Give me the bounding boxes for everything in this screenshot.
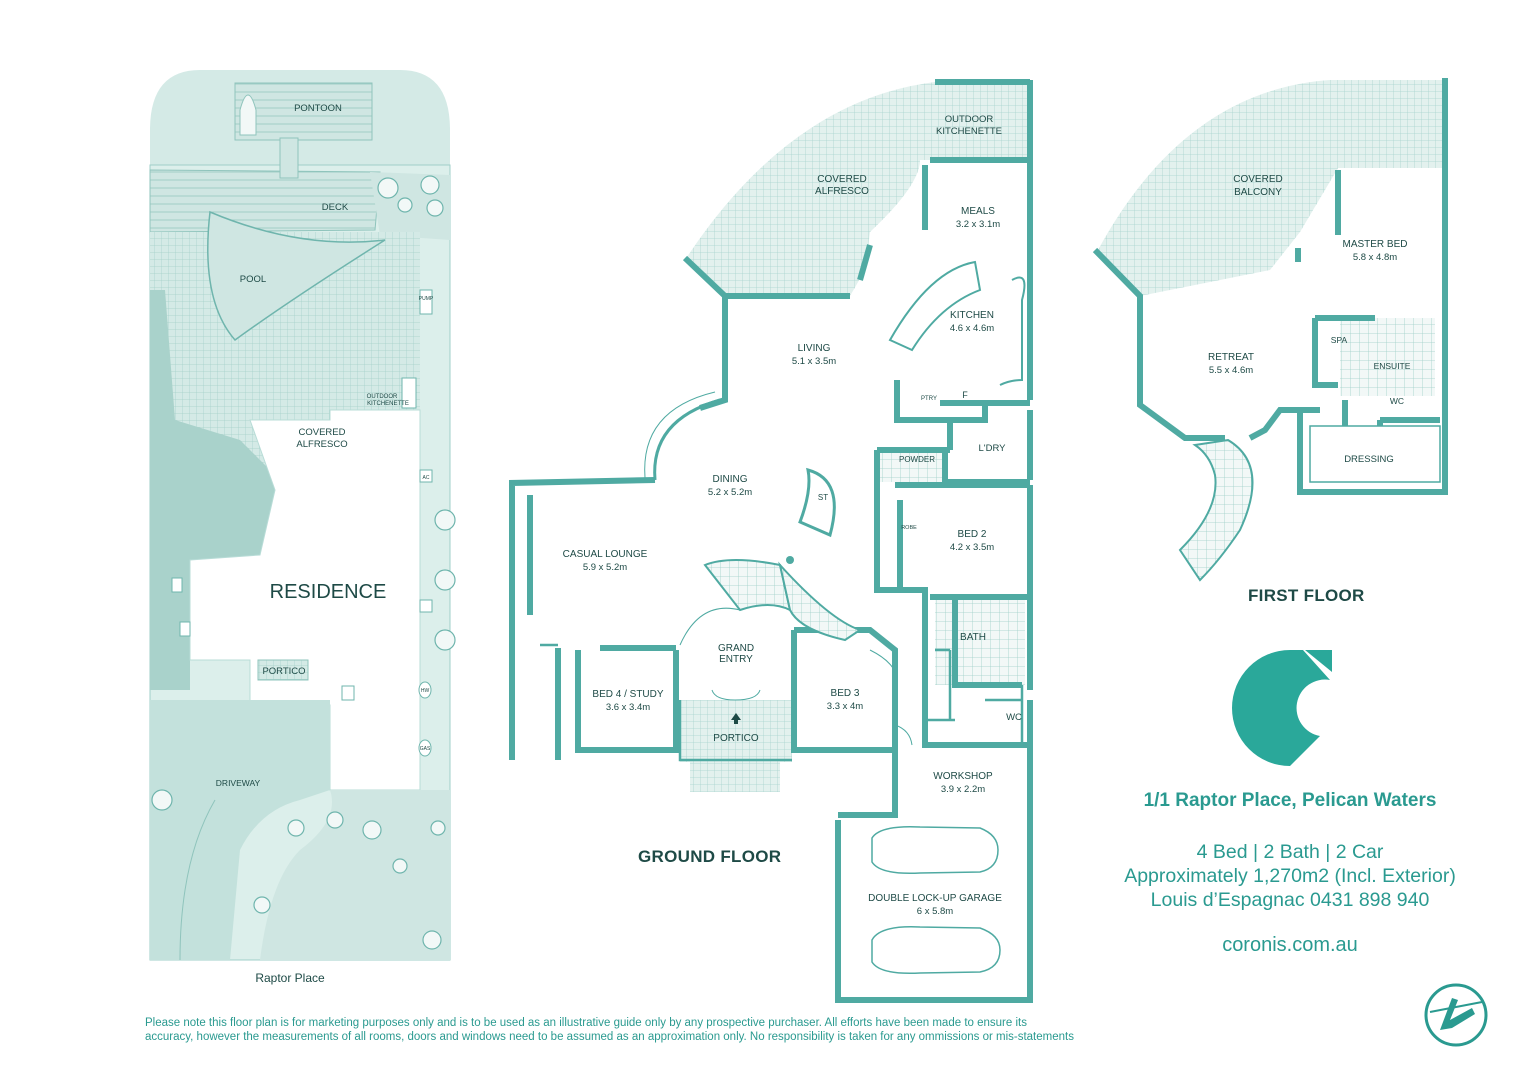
gf-meals-label: MEALS [961,206,995,217]
listing-agent: Louis d’Espagnac 0431 898 940 [1150,889,1430,911]
site-pool-label: POOL [240,274,266,285]
gf-covered-label: COVERED [817,174,866,185]
ff-master-bed-label: MASTER BED [1342,239,1407,250]
gf-bed2-size: 4.2 x 3.5m [950,542,994,553]
site-ac-label: AC [423,475,430,481]
listing-address: 1/1 Raptor Place, Pelican Waters [1143,790,1437,811]
site-alfresco-label: ALFRESCO [296,439,347,450]
gf-living-size: 5.1 x 3.5m [792,356,836,367]
ff-balcony-label: BALCONY [1234,187,1282,198]
gf-bath-label: BATH [960,632,986,643]
entry-arrow-icon [731,713,741,724]
gf-st-label: ST [818,493,828,502]
first-floor-title: FIRST FLOOR [1248,586,1365,605]
gf-bed3-size: 3.3 x 4m [827,701,864,712]
gf-entry-label: ENTRY [719,654,753,665]
ff-ensuite-label: ENSUITE [1374,361,1411,371]
ff-master-bed-size: 5.8 x 4.8m [1353,252,1397,263]
gf-kitchen-size: 4.6 x 4.6m [950,323,994,334]
gf-kitchen-label: KITCHEN [950,310,994,321]
ff-spa-label: SPA [1331,335,1348,345]
ff-covered-label: COVERED [1233,174,1282,185]
ff-dressing-label: DRESSING [1344,454,1394,465]
site-plan: PONTOON DECK POOL PUMP OUTDOOR KITCHENET… [149,70,456,985]
site-covered-label: COVERED [299,427,346,438]
site-hw-label: HW [421,688,430,694]
gf-bed4-size: 3.6 x 3.4m [606,702,650,713]
gf-kitchenette-label: KITCHENETTE [936,126,1002,137]
ground-floor-plan: OUTDOOR KITCHENETTE COVERED ALFRESCO MEA… [509,79,1435,1003]
first-floor-plan: COVERED BALCONY MASTER BED 5.8 x 4.8m RE… [1092,78,1448,582]
site-pump-label: PUMP [419,296,434,302]
site-kitchenette-label: KITCHENETTE [367,401,409,407]
gf-dining-size: 5.2 x 5.2m [708,487,752,498]
gf-grand-label: GRAND [718,643,754,654]
site-portico-label: PORTICO [262,666,305,677]
gf-bed3-label: BED 3 [831,688,860,699]
gf-garage-size: 6 x 5.8m [917,906,954,917]
gf-garage-label: DOUBLE LOCK-UP GARAGE [868,893,1002,904]
ground-floor-title: GROUND FLOOR [638,847,782,866]
site-pontoon-label: PONTOON [294,103,342,114]
listing-area: Approximately 1,270m2 (Incl. Exterior) [1124,865,1456,887]
website-link[interactable]: coronis.com.au [1222,934,1358,956]
listing-specs: 4 Bed | 2 Bath | 2 Car [1196,841,1384,863]
gf-meals-size: 3.2 x 3.1m [956,219,1000,230]
site-gas-label: GAS [420,746,431,752]
gf-dining-label: DINING [713,474,748,485]
gf-outdoor-label: OUTDOOR [945,114,994,125]
gf-bed2-label: BED 2 [958,529,987,540]
gf-powder-label: POWDER [899,455,935,464]
coronis-logo-icon [1232,650,1332,766]
gf-f-label: F [962,390,968,400]
site-deck-label: DECK [322,202,349,213]
ff-retreat-label: RETREAT [1208,352,1254,363]
site-outdoor-label: OUTDOOR [367,394,398,400]
gf-ptry-label: PTRY [921,396,937,402]
gf-robe-label: ROBE [901,525,917,531]
gf-casual-lounge-label: CASUAL LOUNGE [563,549,648,560]
site-driveway-label: DRIVEWAY [216,778,261,788]
gf-living-label: LIVING [798,343,831,354]
site-street-label: Raptor Place [255,971,325,985]
gf-alfresco-label: ALFRESCO [815,186,869,197]
gf-portico-label: PORTICO [713,733,759,744]
gf-workshop-label: WORKSHOP [933,771,993,782]
disclaimer-text: Please note this floor plan is for marke… [145,1017,1074,1043]
gf-ldry-label: L'DRY [979,443,1007,454]
gf-bed4-label: BED 4 / STUDY [592,689,663,700]
gf-wc-label: WC [1006,712,1022,723]
ff-retreat-size: 5.5 x 4.6m [1209,365,1253,376]
site-residence-label: RESIDENCE [270,581,387,603]
agency-badge-icon [1424,983,1488,1047]
gf-workshop-size: 3.9 x 2.2m [941,784,985,795]
ff-wc-label: WC [1390,396,1404,406]
gf-casual-lounge-size: 5.9 x 5.2m [583,562,627,573]
